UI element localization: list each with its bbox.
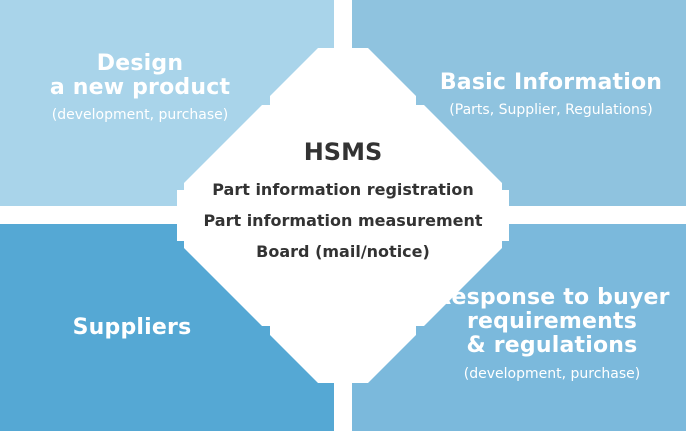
response-title-line2: requirements bbox=[466, 309, 637, 335]
hsms-title: HSMS bbox=[303, 138, 383, 166]
design-new-product-label: Design a new product (development, purch… bbox=[20, 51, 260, 124]
design-title-line1: Design bbox=[96, 51, 184, 76]
center-diamond bbox=[177, 48, 509, 383]
response-to-buyer-label: Response to buyer requirements & regulat… bbox=[432, 285, 672, 382]
suppliers-label: Suppliers bbox=[20, 315, 244, 340]
center-item-registration: Part information registration bbox=[212, 180, 474, 199]
design-title-line2: a new product bbox=[49, 75, 231, 101]
basic-information-title: Basic Information bbox=[439, 70, 663, 95]
design-subtitle: (development, purchase) bbox=[51, 107, 229, 124]
response-subtitle: (development, purchase) bbox=[463, 365, 641, 382]
center-item-board: Board (mail/notice) bbox=[256, 242, 430, 261]
basic-information-subtitle: (Parts, Supplier, Regulations) bbox=[449, 102, 653, 119]
suppliers-title: Suppliers bbox=[72, 315, 192, 340]
center-item-measurement: Part information measurement bbox=[203, 211, 483, 230]
response-title-line3: & regulations bbox=[466, 333, 638, 359]
response-title-line1: Response to buyer bbox=[434, 285, 670, 310]
hsms-center-content: HSMS Part information registration Part … bbox=[193, 138, 493, 267]
basic-information-label: Basic Information (Parts, Supplier, Regu… bbox=[420, 70, 682, 119]
